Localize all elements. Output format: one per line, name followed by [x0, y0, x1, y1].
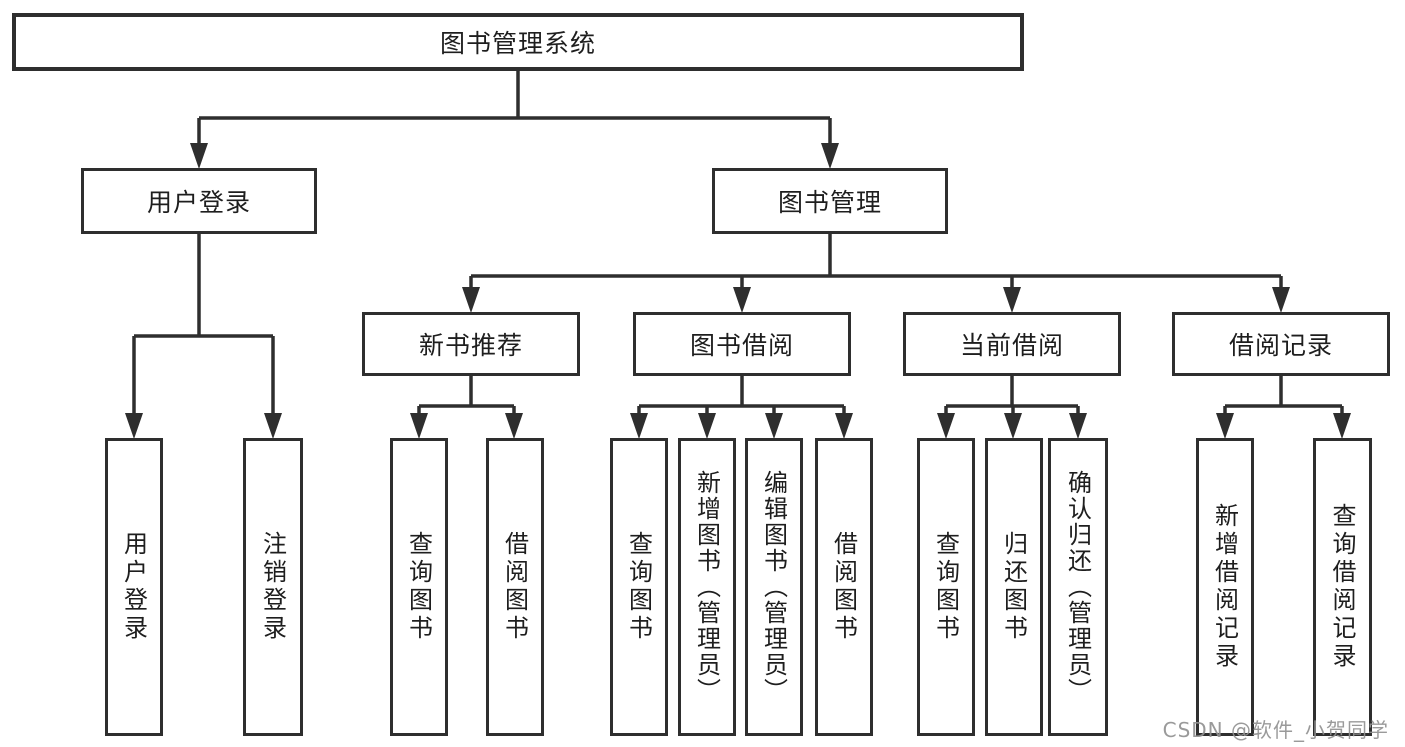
- leaf-bb-add-book-admin-label: 新增图书（管理员）: [692, 470, 721, 704]
- node-new-book-recommend-label: 新书推荐: [418, 331, 523, 360]
- leaf-nb-query-book: 查询图书: [390, 438, 448, 736]
- leaf-user-login-label: 用户登录: [119, 531, 148, 643]
- leaf-nb-borrow-book-label: 借阅图书: [500, 531, 529, 643]
- node-current-borrowing-label: 当前借阅: [959, 331, 1064, 360]
- leaf-cb-query-book: 查询图书: [917, 438, 975, 736]
- leaf-bb-borrow-book: 借阅图书: [815, 438, 873, 736]
- node-user-login-label: 用户登录: [146, 188, 251, 217]
- node-user-login: 用户登录: [81, 168, 317, 234]
- node-root-label: 图书管理系统: [439, 29, 596, 58]
- leaf-cb-confirm-return-admin-label: 确认归还（管理员）: [1063, 470, 1092, 704]
- leaf-logout: 注销登录: [243, 438, 303, 736]
- node-borrowing-records-label: 借阅记录: [1228, 331, 1333, 360]
- leaf-br-add-record: 新增借阅记录: [1196, 438, 1254, 736]
- leaf-cb-return-book-label: 归还图书: [999, 531, 1028, 643]
- node-root: 图书管理系统: [12, 13, 1024, 71]
- node-book-borrowing: 图书借阅: [633, 312, 851, 376]
- leaf-bb-borrow-book-label: 借阅图书: [829, 531, 858, 643]
- leaf-user-login: 用户登录: [105, 438, 163, 736]
- node-current-borrowing: 当前借阅: [903, 312, 1121, 376]
- connector-paths: [132, 70, 1344, 416]
- node-new-book-recommend: 新书推荐: [362, 312, 580, 376]
- node-book-management-label: 图书管理: [777, 188, 882, 217]
- leaf-br-query-record: 查询借阅记录: [1313, 438, 1372, 736]
- leaf-cb-confirm-return-admin: 确认归还（管理员）: [1048, 438, 1108, 736]
- watermark: CSDN @软件_小贺同学: [1162, 718, 1389, 742]
- leaf-br-query-record-label: 查询借阅记录: [1328, 503, 1356, 671]
- leaf-bb-edit-book-admin-label: 编辑图书（管理员）: [759, 470, 788, 704]
- leaf-bb-edit-book-admin: 编辑图书（管理员）: [745, 438, 803, 736]
- leaf-nb-borrow-book: 借阅图书: [486, 438, 544, 736]
- leaf-br-add-record-label: 新增借阅记录: [1210, 503, 1239, 671]
- node-book-management: 图书管理: [712, 168, 948, 234]
- leaf-bb-query-book: 查询图书: [610, 438, 668, 736]
- leaf-cb-query-book-label: 查询图书: [931, 531, 960, 643]
- arrowheads: [125, 143, 1351, 439]
- node-borrowing-records: 借阅记录: [1172, 312, 1390, 376]
- leaf-bb-add-book-admin: 新增图书（管理员）: [678, 438, 736, 736]
- leaf-nb-query-book-label: 查询图书: [404, 531, 433, 643]
- leaf-cb-return-book: 归还图书: [985, 438, 1043, 736]
- leaf-logout-label: 注销登录: [258, 531, 287, 643]
- node-book-borrowing-label: 图书借阅: [689, 331, 794, 360]
- leaf-bb-query-book-label: 查询图书: [624, 531, 653, 643]
